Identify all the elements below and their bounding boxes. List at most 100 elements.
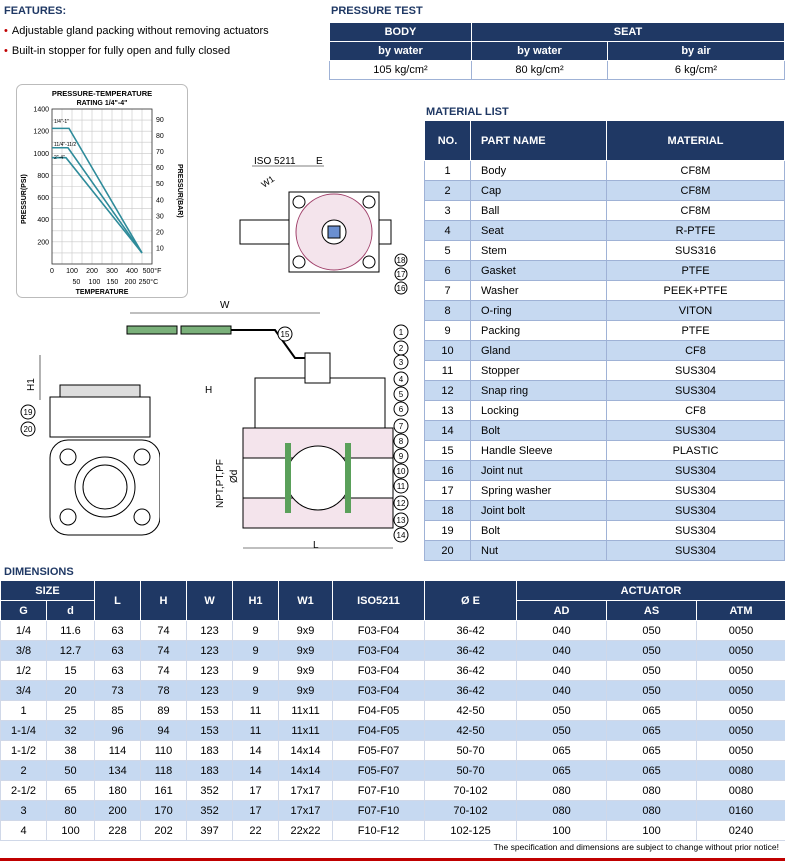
- callout-6: 6: [399, 405, 404, 414]
- table-cell: F04-F05: [332, 720, 426, 741]
- table-cell: SUS304: [606, 380, 785, 401]
- table-cell: 1: [0, 700, 47, 721]
- table-cell: Stem: [470, 240, 607, 261]
- l-label: L: [313, 540, 319, 551]
- table-cell: 11: [232, 720, 280, 741]
- table-cell: CF8M: [606, 200, 785, 221]
- table-cell: SUS304: [606, 460, 785, 481]
- table-cell: 15: [45, 660, 96, 681]
- callout-19: 19: [24, 408, 33, 417]
- table-cell: Joint nut: [470, 460, 607, 481]
- header-by-air: by air: [607, 41, 785, 61]
- table-cell: Stopper: [470, 360, 607, 381]
- callout-11: 11: [397, 482, 406, 491]
- x2-tick-label: 150: [107, 279, 119, 286]
- table-cell: Ball: [470, 200, 607, 221]
- table-cell: F05-F07: [332, 760, 426, 781]
- callout-circle: [393, 495, 409, 511]
- table-cell: 25: [45, 700, 96, 721]
- table-cell: 17: [232, 780, 280, 801]
- table-cell: SUS304: [606, 500, 785, 521]
- npt-label: NPT,PT,PF: [215, 459, 226, 508]
- y2-tick-label: 80: [156, 133, 164, 140]
- table-cell: 050: [606, 680, 698, 701]
- disclaimer-note: The specification and dimensions are sub…: [491, 842, 781, 852]
- table-cell: 1/2: [0, 660, 47, 681]
- table-cell: 17: [232, 800, 280, 821]
- table-cell: 0050: [696, 720, 785, 741]
- header-body: BODY: [329, 22, 472, 42]
- callout-10: 10: [397, 467, 406, 476]
- table-cell: 050: [606, 640, 698, 661]
- table-cell: 0050: [696, 640, 785, 661]
- table-cell: 36-42: [424, 640, 518, 661]
- table-cell: CF8: [606, 400, 785, 421]
- table-cell: 4: [0, 820, 47, 841]
- table-cell: 5: [424, 240, 471, 261]
- table-cell: 94: [140, 720, 188, 741]
- table-cell: 9: [232, 680, 280, 701]
- table-cell: 183: [186, 740, 234, 761]
- table-cell: F03-F04: [332, 620, 426, 641]
- table-cell: SUS316: [606, 240, 785, 261]
- table-cell: 17x17: [278, 780, 334, 801]
- w-label: W: [220, 300, 230, 311]
- callout-8: 8: [399, 437, 404, 446]
- table-cell: 50-70: [424, 760, 518, 781]
- table-cell: 63: [94, 640, 142, 661]
- material-title: MATERIAL LIST: [426, 106, 509, 118]
- table-cell: 63: [94, 660, 142, 681]
- y2-tick-label: 20: [156, 229, 164, 236]
- table-cell: 080: [516, 800, 608, 821]
- y2-tick-label: 60: [156, 165, 164, 172]
- x-tick-label: 500°F: [143, 267, 162, 275]
- table-cell: SUS304: [606, 420, 785, 441]
- table-cell: Handle Sleeve: [470, 440, 607, 461]
- table-cell: F03-F04: [332, 640, 426, 661]
- series-label: 1/4"-1": [54, 119, 69, 125]
- table-cell: 050: [606, 660, 698, 681]
- table-cell: 3/4: [0, 680, 47, 701]
- table-cell: 36-42: [424, 660, 518, 681]
- table-cell: Spring washer: [470, 480, 607, 501]
- header-as: AS: [606, 600, 698, 621]
- callout-circle: [393, 478, 409, 494]
- bullet-icon: •: [4, 45, 8, 57]
- features-title: FEATURES:: [4, 5, 67, 17]
- table-cell: 153: [186, 700, 234, 721]
- header-by-water: by water: [329, 41, 472, 61]
- table-cell: 17x17: [278, 800, 334, 821]
- table-cell: Gasket: [470, 260, 607, 281]
- table-cell: 040: [516, 660, 608, 681]
- valve-side-view-drawing: H1 19 20: [20, 355, 160, 536]
- table-cell: 22x22: [278, 820, 334, 841]
- table-cell: CF8M: [606, 160, 785, 181]
- table-cell: 200: [94, 800, 142, 821]
- table-cell: 9: [232, 620, 280, 641]
- table-cell: 123: [186, 680, 234, 701]
- table-cell: F10-F12: [332, 820, 426, 841]
- table-cell: Locking: [470, 400, 607, 421]
- chart-title: RATING 1/4"-4": [77, 100, 128, 107]
- header-g: G: [0, 600, 47, 621]
- callout-circle: [393, 418, 409, 434]
- table-cell: SUS304: [606, 480, 785, 501]
- table-cell: 065: [516, 760, 608, 781]
- y-tick-label: 600: [37, 195, 49, 202]
- table-cell: PTFE: [606, 260, 785, 281]
- pressure-value: 6 kg/cm²: [607, 60, 785, 80]
- header-iso5211: ISO5211: [332, 580, 426, 621]
- table-cell: 73: [94, 680, 142, 701]
- table-cell: Packing: [470, 320, 607, 341]
- table-cell: 0050: [696, 700, 785, 721]
